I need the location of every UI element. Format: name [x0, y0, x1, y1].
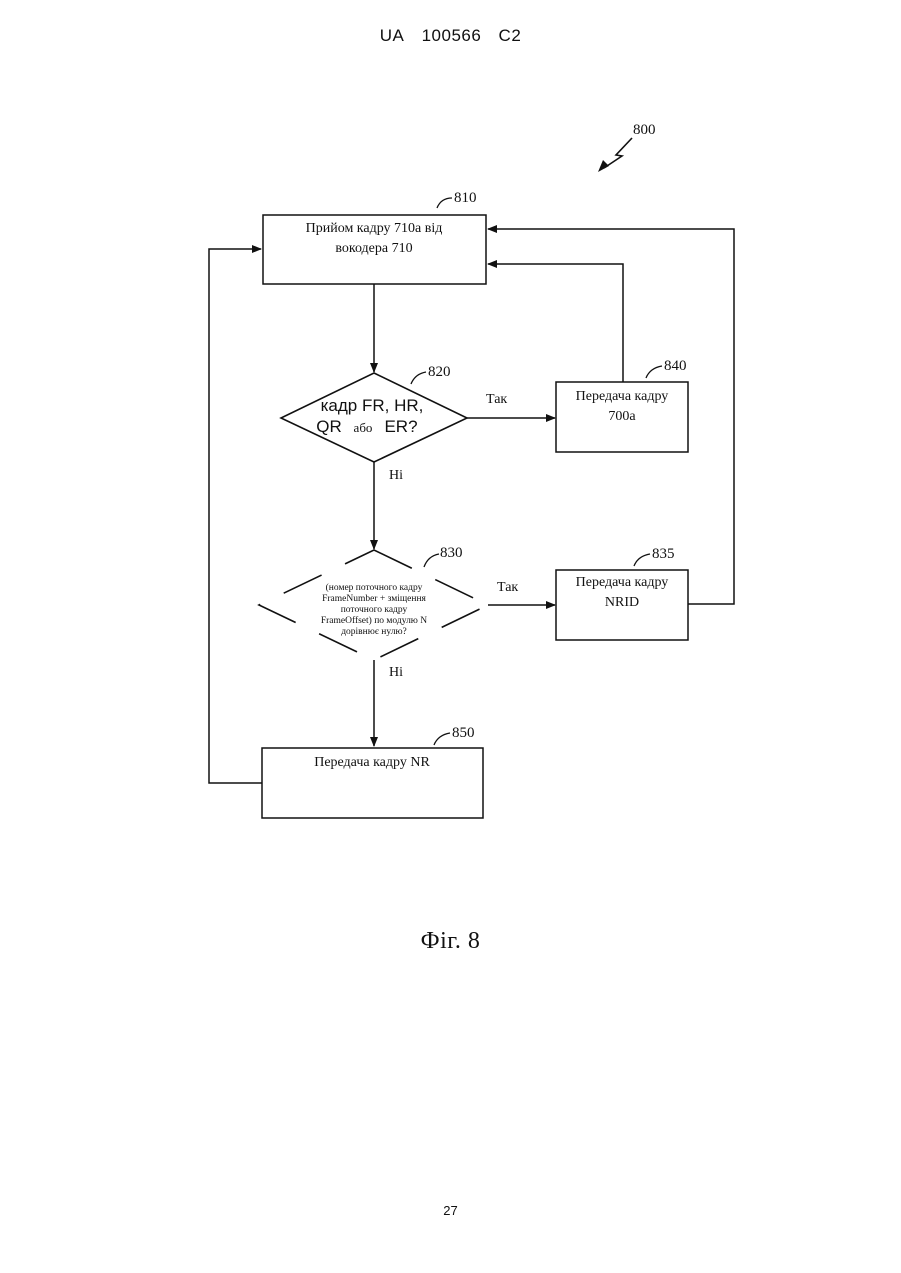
decision-820: [281, 373, 467, 462]
ref-840: 840: [664, 358, 687, 374]
decision-830-line2: FrameNumber + зміщення: [322, 594, 426, 604]
box-840-line2: 700а: [608, 409, 636, 424]
decision-820-line1: кадр FR, HR,: [321, 396, 424, 415]
ref-820-leader: [411, 372, 426, 384]
ref-850: 850: [452, 725, 475, 741]
label-no-820: Ні: [389, 468, 403, 483]
arrow-840-810: [488, 264, 623, 382]
box-810-line1: Прийом кадру 710а від: [306, 221, 443, 236]
box-835-line1: Передача кадру: [576, 575, 669, 590]
ref-810: 810: [454, 190, 477, 206]
ref-800-arrow: [604, 138, 632, 168]
decision-830-line1: (номер поточного кадру: [326, 582, 423, 593]
ref-810-leader: [437, 198, 452, 208]
decision-830-line4: FrameOffset) по модулю N: [321, 615, 427, 626]
ref-800-arrowhead: [598, 160, 609, 172]
ref-850-leader: [434, 733, 450, 745]
decision-820-qr: QR: [316, 417, 342, 436]
box-835-line2: NRID: [605, 595, 639, 610]
arrow-850-810: [209, 249, 262, 783]
page-number: 27: [0, 1203, 901, 1218]
decision-830-line3: поточного кадру: [341, 605, 408, 615]
ref-830: 830: [440, 545, 463, 561]
ref-820: 820: [428, 364, 451, 380]
ref-800: 800: [633, 122, 656, 138]
decision-830-line5: дорівнює нулю?: [341, 627, 407, 637]
label-yes-820: Так: [486, 392, 507, 407]
decision-820-abo: або: [354, 420, 373, 435]
figure-caption: Фіг. 8: [0, 928, 901, 955]
box-810-line2: вокодера 710: [335, 241, 412, 256]
ref-830-leader: [424, 554, 439, 567]
box-840-line1: Передача кадру: [576, 389, 669, 404]
ref-840-leader: [646, 366, 662, 378]
decision-820-er: ER?: [384, 417, 417, 436]
ref-835: 835: [652, 546, 675, 562]
ref-835-leader: [634, 554, 650, 566]
label-yes-830: Так: [497, 580, 518, 595]
label-no-830: Ні: [389, 665, 403, 680]
box-850-line1: Передача кадру NR: [314, 755, 430, 770]
